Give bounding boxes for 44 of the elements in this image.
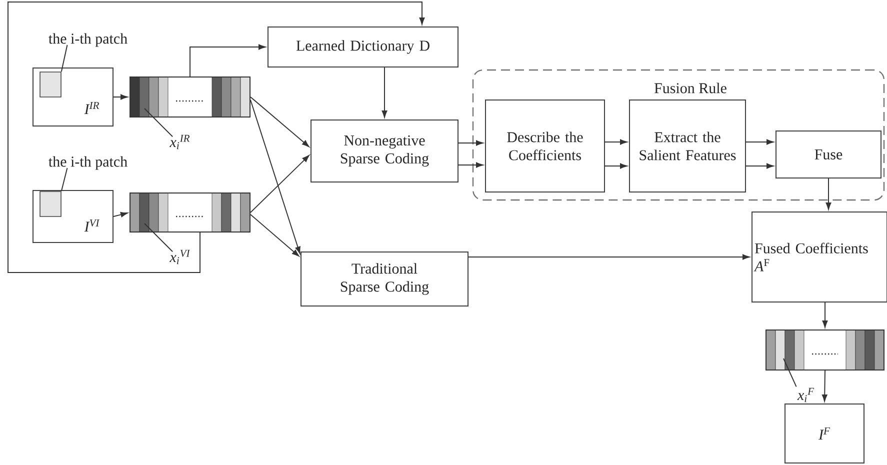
arrow [458,140,484,146]
coefficient-vector [130,192,250,232]
leader-line [60,168,68,192]
process-box: Traditional Sparse Coding [300,252,468,306]
arrow [250,100,300,254]
leader-line [144,223,174,252]
process-box: Extract the Salient Features [629,100,746,192]
arrow [113,212,128,218]
arrow [8,2,425,273]
arrow [190,44,266,77]
arrow [250,96,310,147]
patch-square [40,191,62,217]
process-box: Non-negative Sparse Coding [310,120,458,182]
arrow [458,162,484,168]
leader-line [783,358,797,388]
coefficient-vector [130,76,250,118]
vector-label: x$_{i}$F [797,388,814,402]
arrow [250,214,300,256]
arrow [826,178,832,210]
arrow [604,163,628,169]
vector-label: x$_{i}$VI [170,250,190,264]
arrow [604,139,628,145]
arrow [822,302,828,328]
process-box: Fuse [776,130,882,178]
patch-label: the i-th patch [48,33,128,47]
process-box: Learned Dictionary D [268,26,458,68]
leader-line [60,44,68,72]
coefficient-vector [766,330,884,370]
image-box: I$^{F}$ [784,404,864,464]
leader-line [144,108,174,138]
process-box: Fused Coefficients A$^{F}$ [752,212,887,302]
vector-label: x$_{i}$IR [170,134,190,150]
arrow [468,254,750,260]
arrow [113,94,128,100]
arrow [250,155,310,213]
patch-square [40,72,62,98]
arrow [382,67,388,118]
image-box: I$^{VI}$ [32,190,114,243]
patch-label: the i-th patch [48,156,128,170]
arrow [746,139,774,145]
image-box: I$^{IR}$ [32,68,114,126]
arrow [822,370,828,402]
process-box: Describe the Coefficients [485,100,605,192]
arrow [746,163,774,169]
